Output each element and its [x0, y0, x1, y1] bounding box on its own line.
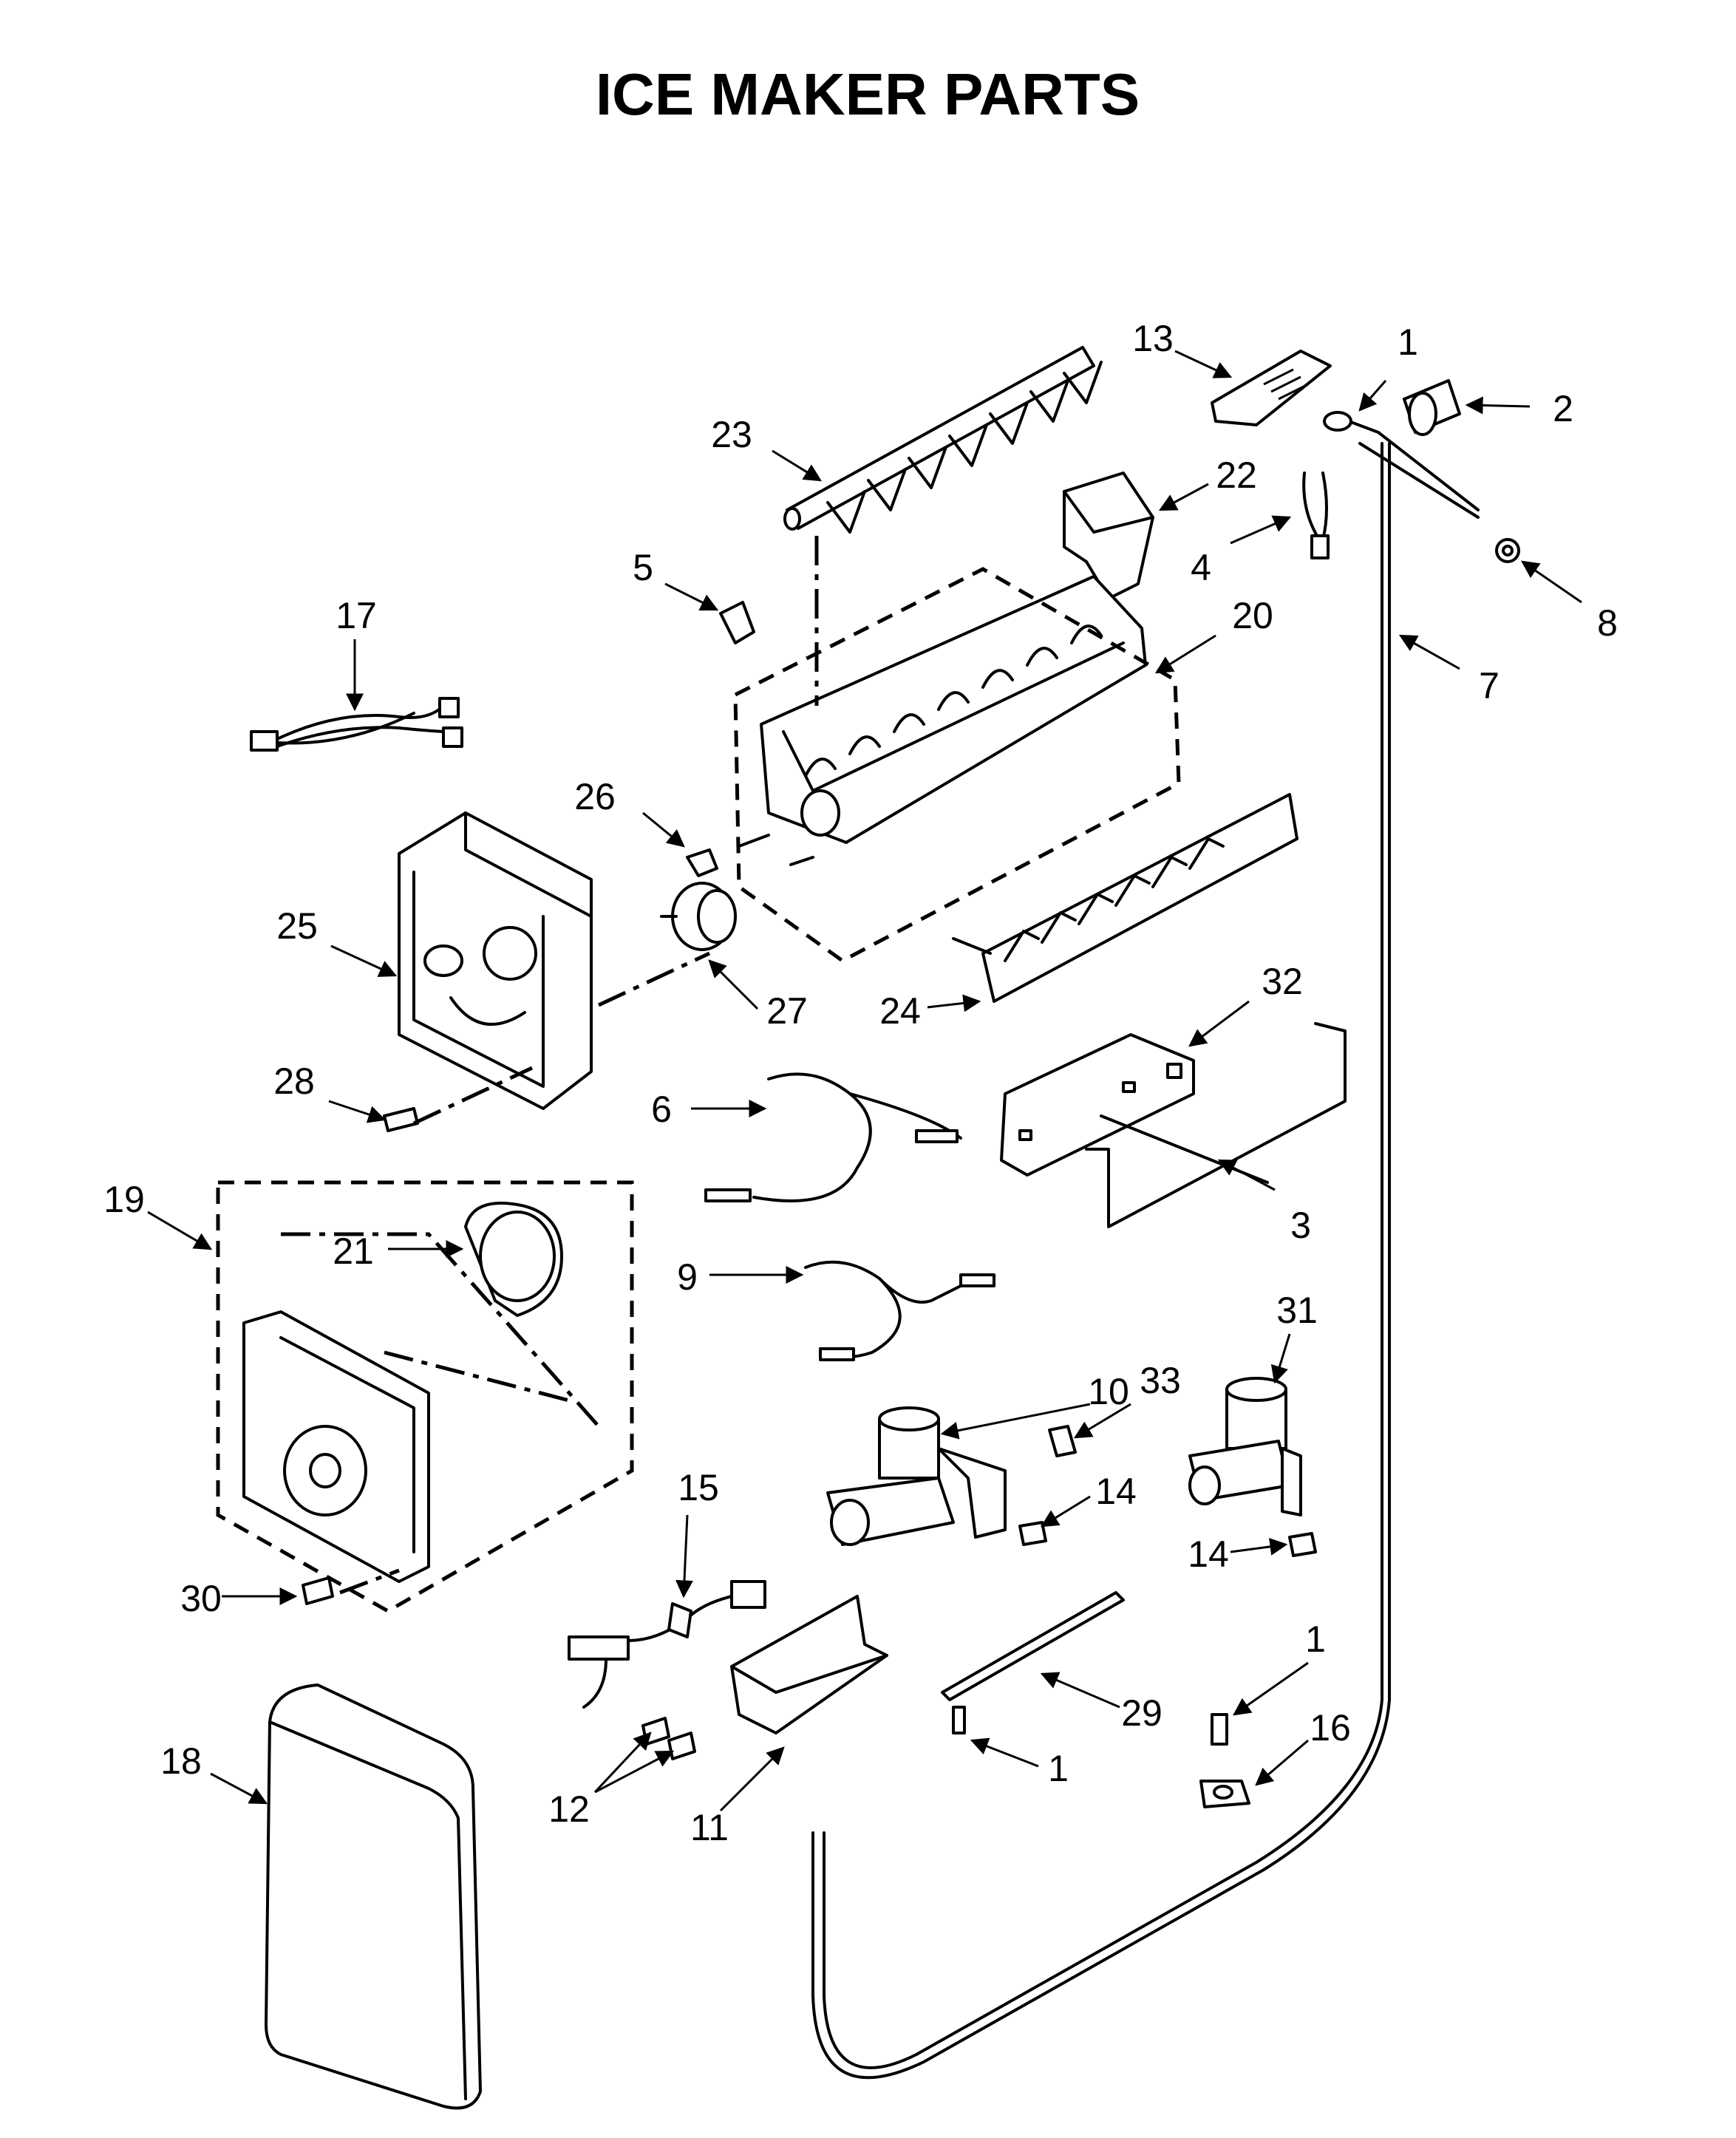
part-15-wire-harness — [568, 1580, 766, 1709]
callout-12: 12 — [548, 1788, 590, 1830]
callout-1-lower: 1 — [1048, 1748, 1069, 1789]
callout-8: 8 — [1597, 602, 1618, 644]
callout-27: 27 — [766, 990, 808, 1032]
part-32-bracket — [1000, 1033, 1195, 1177]
part-21-motor — [464, 1202, 563, 1317]
callout-16: 16 — [1310, 1707, 1351, 1749]
part-20-ice-mold-outline — [733, 567, 1181, 963]
part-28-screw — [383, 1107, 419, 1132]
callout-labels: 13 1 2 23 22 4 8 5 20 17 7 26 25 27 24 3… — [103, 318, 1618, 1848]
part-14-screw-b — [1288, 1532, 1317, 1557]
callout-14-a: 14 — [1095, 1471, 1137, 1512]
part-5-clip — [719, 601, 755, 644]
part-33-clip — [1048, 1425, 1077, 1457]
callout-19: 19 — [103, 1179, 145, 1220]
callout-17: 17 — [336, 595, 377, 636]
part-11-bracket — [730, 1595, 888, 1734]
part-31-water-valve — [1188, 1377, 1302, 1516]
part-25-control-housing — [398, 811, 593, 1110]
part-13-mounting-bracket — [1211, 350, 1332, 426]
callout-18: 18 — [160, 1740, 202, 1782]
part-27-cam — [660, 882, 737, 951]
callout-3: 3 — [1290, 1205, 1311, 1246]
callout-29: 29 — [1121, 1692, 1163, 1734]
callout-26: 26 — [574, 776, 616, 817]
part-6-tube — [704, 1072, 962, 1202]
callout-10: 10 — [1088, 1371, 1129, 1412]
part-23-ejector-bar — [783, 346, 1103, 534]
part-19-module-assembly-outline — [216, 1180, 634, 1613]
callout-31: 31 — [1276, 1290, 1318, 1331]
part-16-clamp — [1199, 1780, 1250, 1808]
callout-9: 9 — [677, 1256, 698, 1298]
callout-15: 15 — [678, 1467, 719, 1508]
callout-25: 25 — [276, 905, 318, 947]
part-9-tube — [804, 1260, 995, 1361]
callout-5: 5 — [633, 547, 653, 588]
callout-2: 2 — [1553, 388, 1573, 429]
part-7-water-tube — [811, 411, 1480, 2080]
callout-1-top: 1 — [1398, 321, 1418, 363]
part-30-screw — [302, 1576, 334, 1605]
part-26-retainer-clip — [686, 848, 718, 877]
part-20-ice-mold — [738, 575, 1147, 866]
callout-30: 30 — [180, 1578, 222, 1619]
callout-7: 7 — [1479, 665, 1500, 707]
callout-32: 32 — [1262, 961, 1303, 1002]
callout-33: 33 — [1140, 1360, 1181, 1401]
part-4-wire-harness — [1302, 471, 1330, 559]
callout-11: 11 — [690, 1807, 729, 1848]
callout-28: 28 — [273, 1061, 315, 1102]
callout-14-b: 14 — [1188, 1533, 1229, 1575]
part-24-mold-cover — [952, 793, 1298, 1003]
callout-6: 6 — [651, 1089, 672, 1130]
part-29-heater-strip — [941, 1591, 1125, 1701]
callout-13: 13 — [1132, 318, 1174, 359]
assembly-lines — [281, 536, 819, 1595]
callout-20: 20 — [1232, 595, 1273, 636]
part-18-module-cover — [265, 1683, 482, 2110]
part-1-screw-lower — [952, 1706, 966, 1734]
callout-21: 21 — [333, 1230, 374, 1272]
callout-23: 23 — [711, 414, 752, 455]
part-8-grommet — [1495, 538, 1520, 563]
part-19-module-plate — [242, 1310, 430, 1583]
callout-4: 4 — [1191, 547, 1211, 588]
part-14-screw-a — [1018, 1521, 1047, 1546]
callout-22: 22 — [1216, 455, 1257, 496]
callout-1-right: 1 — [1305, 1618, 1326, 1660]
part-1-screw-right — [1211, 1713, 1228, 1746]
part-17-wire-harness — [250, 697, 463, 752]
leader-arrows — [147, 350, 1582, 1812]
part-10-water-valve — [826, 1406, 1007, 1546]
part-22-fill-cup — [1063, 471, 1154, 600]
part-2-fill-tube-fitting — [1403, 379, 1461, 436]
callout-24: 24 — [879, 990, 921, 1032]
page-title: ICE MAKER PARTS — [596, 61, 1140, 127]
